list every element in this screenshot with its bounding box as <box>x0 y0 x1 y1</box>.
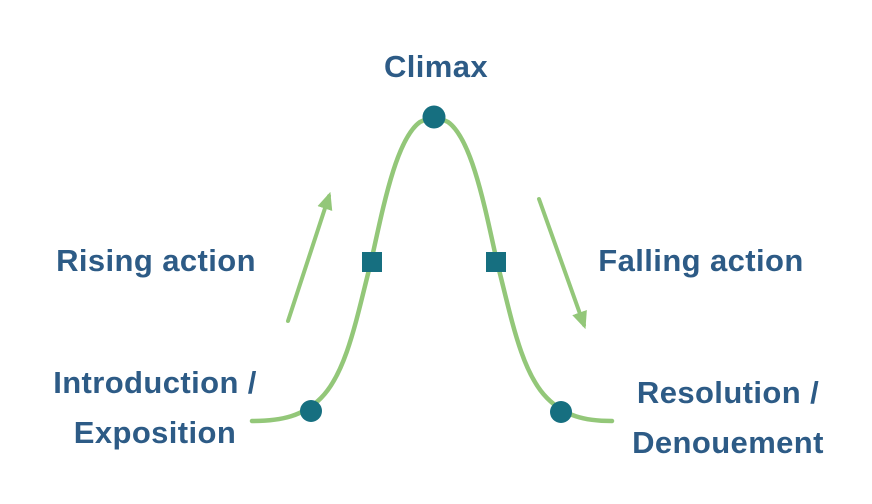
label-denouement-line: Denouement <box>632 425 824 460</box>
exposition-point-marker <box>300 400 322 422</box>
label-falling-action: Falling action <box>598 243 804 278</box>
resolution-point-marker <box>550 401 572 423</box>
label-rising-action: Rising action <box>56 243 256 278</box>
rising-arrow-icon <box>286 191 333 323</box>
label-exposition-line: Exposition <box>73 415 237 450</box>
label-resolution-denouement: Resolution / Denouement <box>632 368 824 468</box>
climax-point-marker <box>422 105 446 129</box>
rising-midpoint-square-marker <box>362 252 382 272</box>
falling-midpoint-square-marker <box>486 252 506 272</box>
label-resolution-line: Resolution / <box>636 375 820 410</box>
label-introduction-line: Introduction / <box>53 365 257 400</box>
falling-arrow-icon <box>537 197 587 330</box>
label-climax: Climax <box>383 49 489 84</box>
label-introduction-exposition: Introduction / Exposition <box>53 358 257 458</box>
